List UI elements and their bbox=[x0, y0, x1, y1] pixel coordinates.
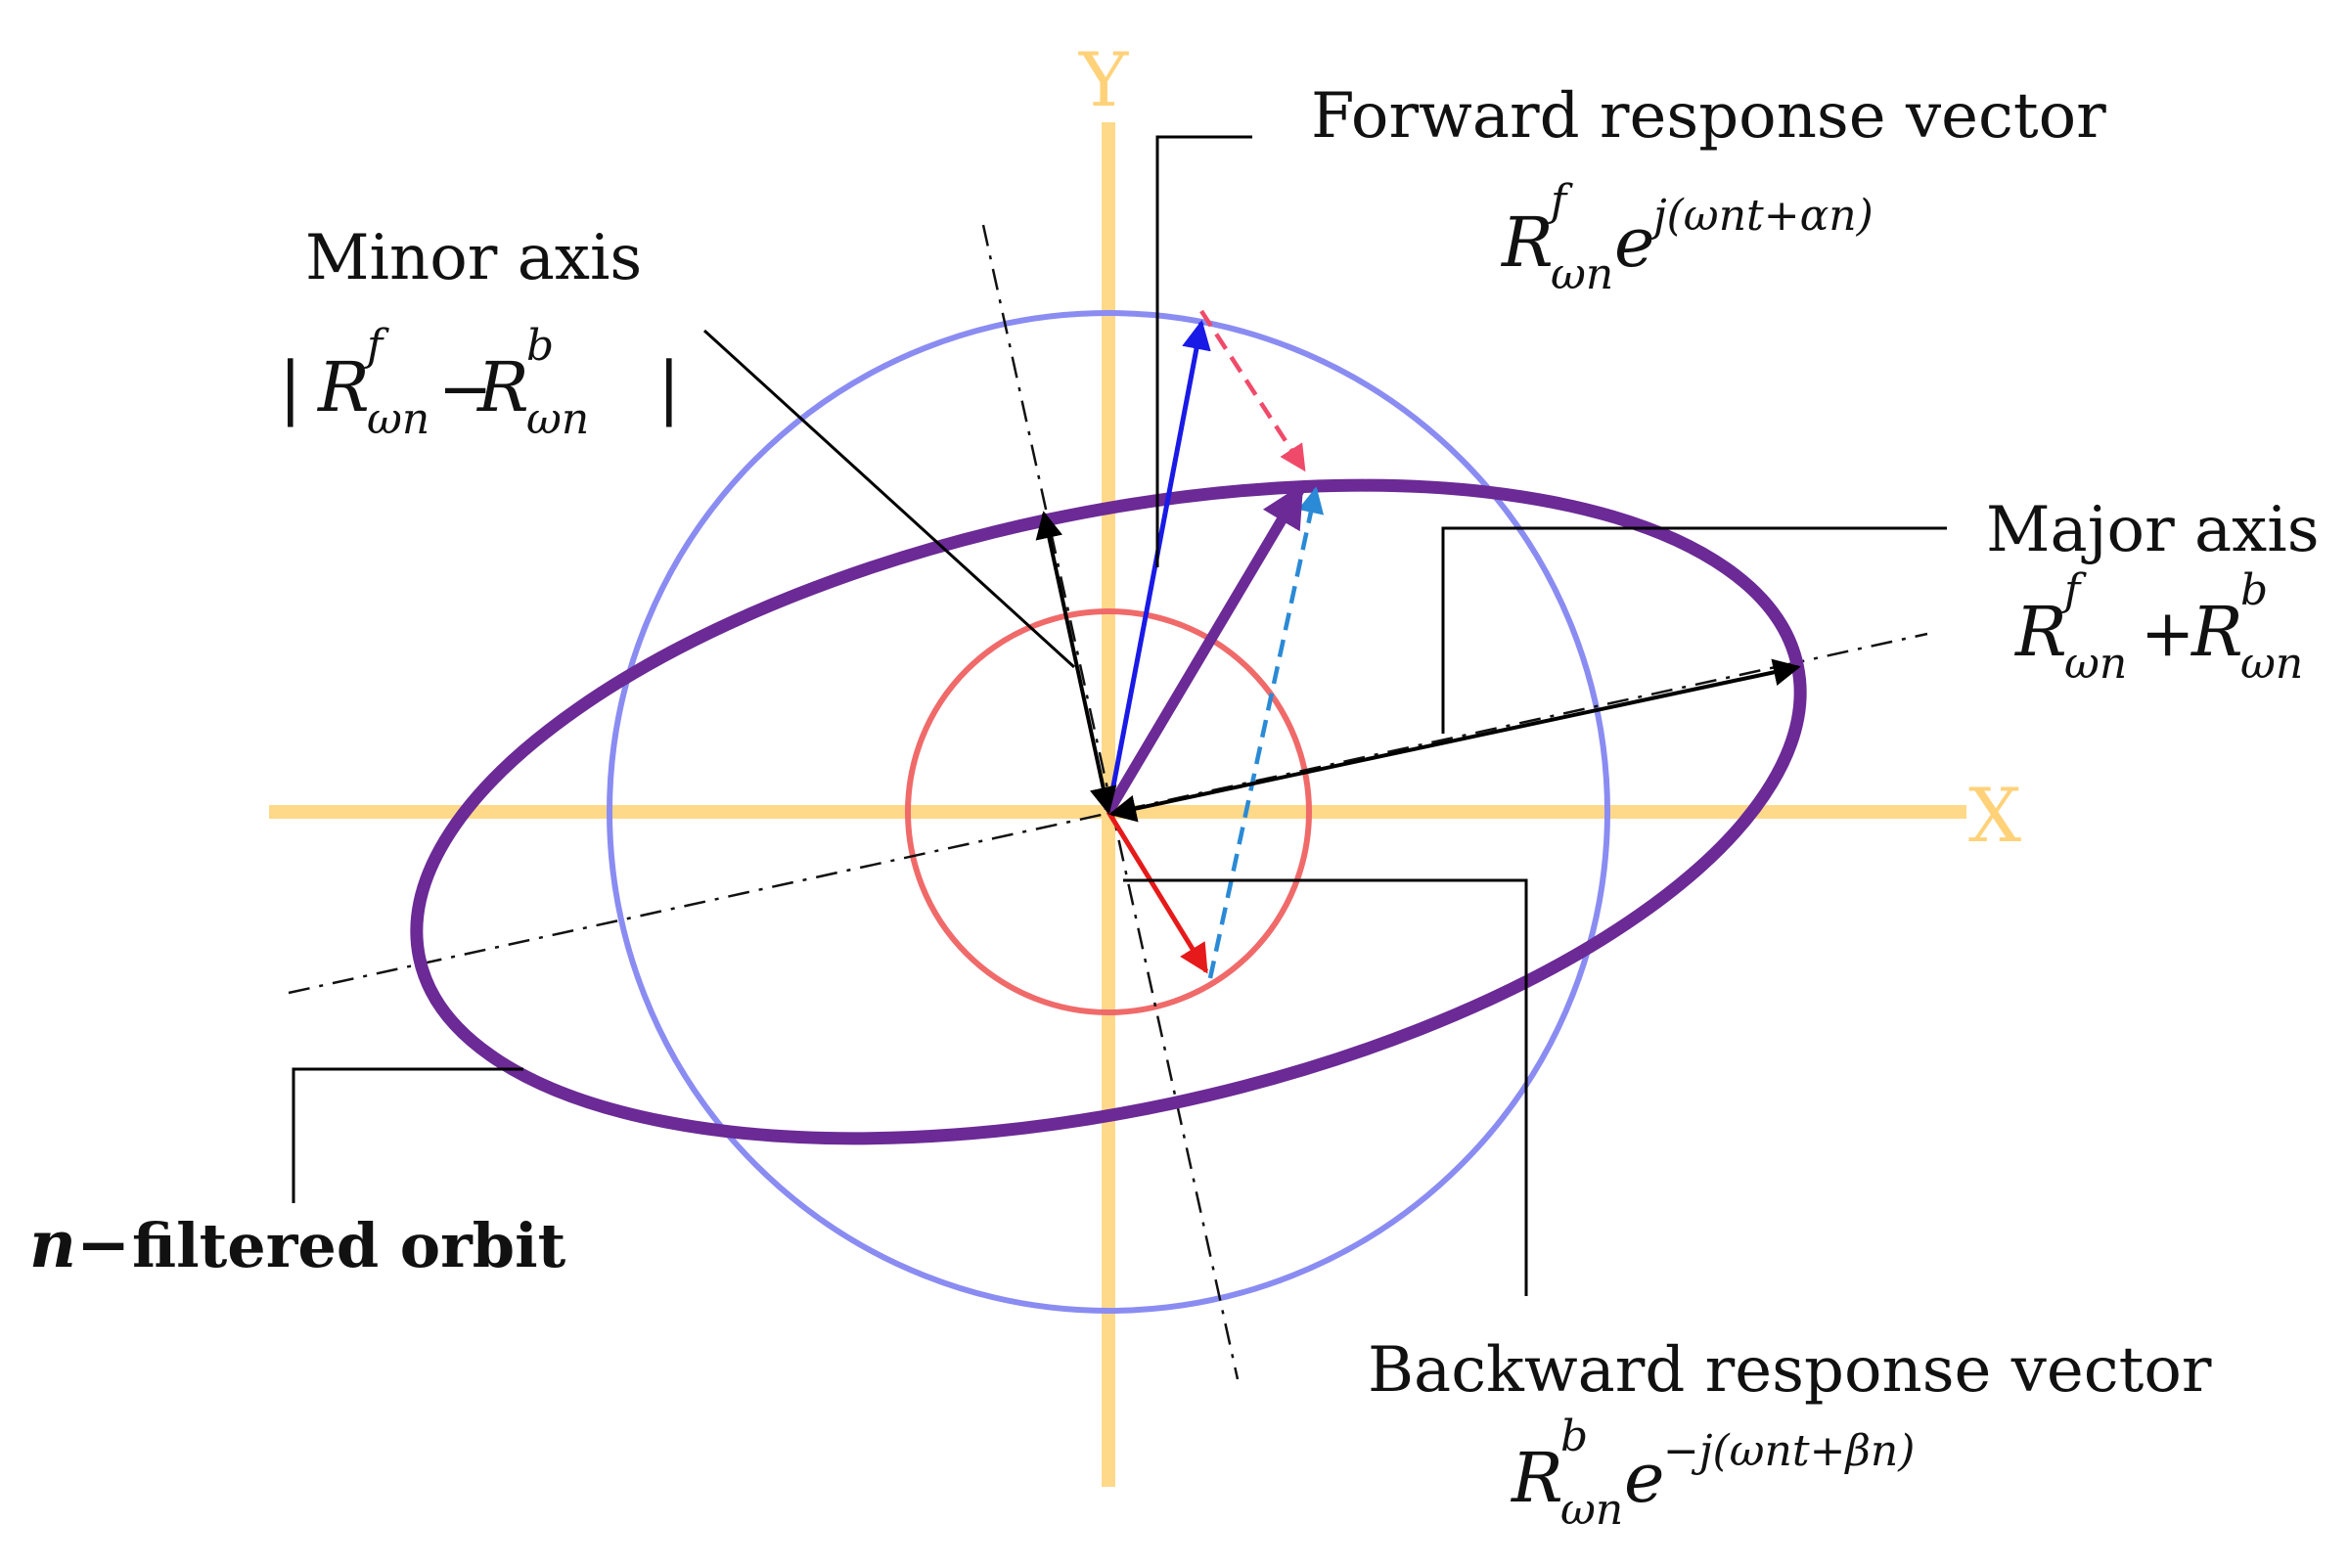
svg-text:|: | bbox=[657, 347, 681, 427]
minor-axis-title: Minor axis bbox=[305, 222, 642, 294]
svg-text:ωn: ωn bbox=[2240, 639, 2303, 689]
svg-text:e: e bbox=[1614, 202, 1654, 283]
svg-text:n−: n− bbox=[29, 1206, 130, 1282]
svg-text:R: R bbox=[2190, 592, 2243, 672]
forward-vector-title: Forward response vector bbox=[1311, 80, 2106, 153]
svg-text:b: b bbox=[2240, 565, 2268, 615]
dashed-forward-vector bbox=[1207, 486, 1325, 979]
svg-text:f: f bbox=[2061, 565, 2087, 615]
svg-text:b: b bbox=[526, 321, 554, 371]
minor-leader-line bbox=[702, 329, 1076, 669]
forward-vector-formula: R f ωn e j(ωnt+αn) bbox=[1500, 176, 1874, 299]
svg-text:R: R bbox=[316, 347, 370, 427]
svg-text:ωn: ωn bbox=[526, 394, 589, 444]
backward-response-vector bbox=[1106, 810, 1209, 974]
minor-axis-formula: | R f ωn − R b ωn | bbox=[279, 321, 681, 444]
minor-axis-arrow bbox=[1035, 511, 1117, 815]
svg-text:b: b bbox=[1560, 1411, 1588, 1461]
svg-text:e: e bbox=[1624, 1438, 1664, 1518]
svg-text:j(ωnt+αn): j(ωnt+αn) bbox=[1645, 191, 1874, 241]
svg-text:R: R bbox=[1510, 1438, 1563, 1518]
backward-vector-title: Backward response vector bbox=[1368, 1334, 2212, 1407]
backward-vector-formula: R b ωn e −j(ωnt+βn) bbox=[1510, 1411, 1915, 1535]
svg-text:ωn: ωn bbox=[1551, 249, 1613, 299]
major-leader-line bbox=[1441, 526, 1947, 734]
svg-text:f: f bbox=[1548, 176, 1573, 226]
svg-text:−j(ωnt+βn): −j(ωnt+βn) bbox=[1663, 1426, 1915, 1476]
svg-text:ωn: ωn bbox=[2064, 639, 2127, 689]
svg-text:f: f bbox=[364, 321, 389, 371]
svg-text:R: R bbox=[2013, 592, 2067, 672]
svg-text:ωn: ωn bbox=[1560, 1485, 1623, 1535]
svg-text:R: R bbox=[1500, 202, 1554, 283]
major-axis-title: Major axis bbox=[1986, 494, 2320, 566]
svg-text:−: − bbox=[438, 351, 492, 426]
dashed-backward-vector bbox=[1199, 309, 1306, 472]
major-axis-formula: R f ωn + R b ωn bbox=[2013, 565, 2303, 689]
orbit-leader-line bbox=[292, 1067, 523, 1203]
forward-leader-line bbox=[1155, 135, 1252, 567]
svg-text:R: R bbox=[475, 347, 529, 427]
svg-text:filtered orbit: filtered orbit bbox=[132, 1210, 566, 1281]
svg-text:|: | bbox=[279, 347, 302, 427]
y-axis-label: Y bbox=[1078, 36, 1129, 123]
svg-text:ωn: ωn bbox=[367, 394, 429, 444]
x-axis-label: X bbox=[1968, 772, 2021, 859]
orbit-label: n− filtered orbit bbox=[29, 1206, 566, 1282]
svg-text:+: + bbox=[2141, 596, 2194, 671]
major-axis-arrow bbox=[1108, 658, 1801, 823]
backward-leader-line bbox=[1123, 878, 1528, 1296]
